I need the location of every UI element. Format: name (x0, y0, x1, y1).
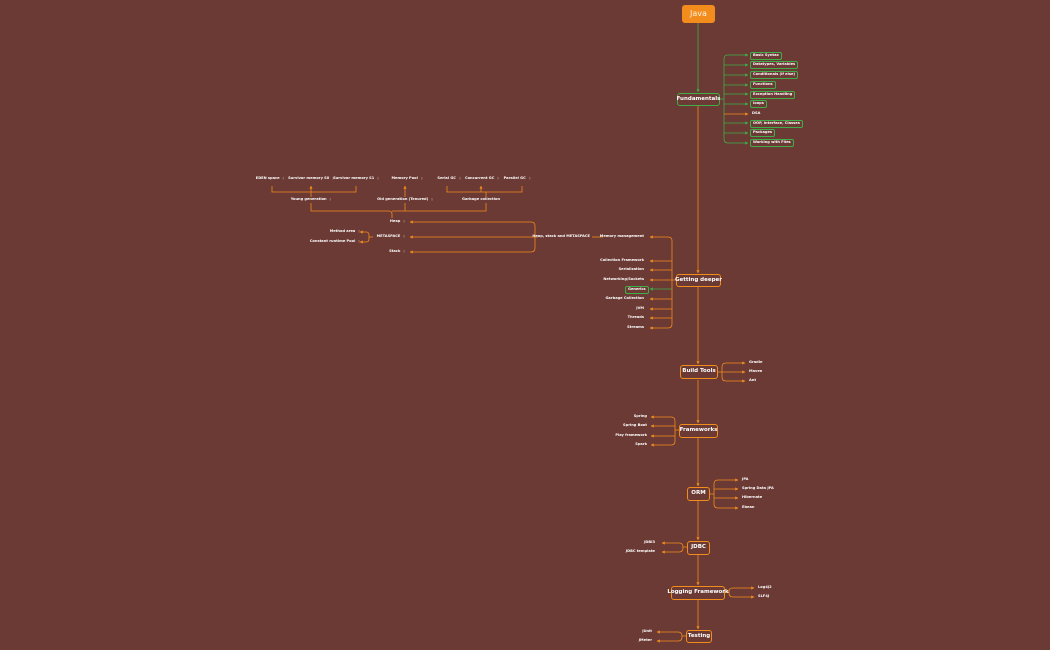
stack-node[interactable]: Stack▯ (389, 249, 405, 254)
concurrent-gc-node[interactable]: Concurrent GC▯ (464, 176, 500, 181)
jdbc-item[interactable]: JDBI3 (644, 540, 655, 545)
fundamentals-item[interactable]: Conditionals (if else) (750, 71, 799, 79)
old-generation-node[interactable]: Old generation (Tenured)▯ (377, 197, 433, 202)
orm-item[interactable]: Spring Data JPA (742, 486, 774, 491)
build-tool-item[interactable]: Gradle (749, 360, 763, 365)
constant-pool-node[interactable]: Constant runtime Pool▯ (309, 239, 360, 244)
note-icon[interactable]: ▯ (332, 176, 334, 181)
memory-pool-node[interactable]: Memory Pool▯ (391, 176, 423, 181)
framework-item[interactable]: Play framework (615, 433, 647, 438)
orm-item[interactable]: Ebean (742, 505, 755, 510)
note-icon[interactable]: ▯ (403, 219, 405, 224)
getting-deeper-item[interactable]: Networking/Sockets (603, 277, 644, 282)
testing-item[interactable]: JUnit (642, 629, 652, 634)
logging-framework-node[interactable]: Logging Framework (667, 586, 729, 600)
note-icon[interactable]: ▯ (282, 176, 285, 181)
build-tools-node[interactable]: Build Tools (680, 365, 718, 379)
note-icon[interactable]: ▯ (403, 249, 405, 254)
framework-item[interactable]: Spring (633, 414, 647, 419)
note-icon[interactable]: ▯ (358, 239, 360, 244)
young-generation-node[interactable]: Young generation▯ (290, 197, 332, 202)
heap-stack-metaspace-node[interactable]: Heap, stack and METASPACE (532, 234, 590, 239)
getting-deeper-item[interactable]: Memory management (599, 234, 644, 239)
note-icon[interactable]: ▯ (358, 229, 360, 234)
build-tool-item[interactable]: Maven (749, 369, 763, 374)
getting-deeper-item[interactable]: Threads (627, 315, 644, 320)
fundamentals-item[interactable]: loops (750, 100, 767, 108)
metaspace-node[interactable]: METASPACE▯ (376, 234, 405, 239)
note-icon[interactable]: ▯ (431, 197, 433, 202)
getting-deeper-item[interactable]: Collection Framework (600, 258, 644, 263)
jdbc-item[interactable]: JDBC template (625, 549, 655, 554)
frameworks-node[interactable]: Frameworks (679, 424, 718, 438)
logging-item[interactable]: Log4j2 (758, 585, 772, 590)
getting-deeper-item[interactable]: Serialization (618, 267, 644, 272)
parallel-gc-node[interactable]: Parallel GC▯ (503, 176, 531, 181)
fundamentals-node[interactable]: Fundamentals (677, 93, 720, 106)
testing-item[interactable]: JMeter (638, 638, 652, 643)
survivor-s0-node[interactable]: Survivor memory S0▯ (288, 176, 334, 181)
survivor-s1-node[interactable]: Survivor memory S1▯ (333, 176, 379, 181)
orm-node[interactable]: ORM (687, 487, 710, 501)
note-icon[interactable]: ▯ (377, 176, 379, 181)
testing-node[interactable]: Testing (686, 630, 712, 643)
framework-item[interactable]: Spark (635, 442, 647, 447)
garbage-collection-group-node[interactable]: Garbage collection (461, 197, 501, 202)
orm-item[interactable]: JPA (742, 477, 749, 482)
eden-space-node[interactable]: EDEN space▯ (255, 176, 285, 181)
fundamentals-item[interactable]: DSA (752, 111, 761, 116)
logging-item[interactable]: SLF4J (758, 594, 770, 599)
fundamentals-item[interactable]: Packages (750, 129, 776, 137)
framework-item[interactable]: Spring Boot (623, 423, 647, 428)
fundamentals-item[interactable]: Exception Handling (750, 91, 796, 99)
fundamentals-item[interactable]: OOP, Interface, Classes (750, 120, 803, 128)
note-icon[interactable]: ▯ (458, 176, 461, 181)
fundamentals-item[interactable]: Basic Syntax (750, 52, 782, 60)
getting-deeper-item-generics[interactable]: Generics (625, 286, 649, 294)
note-icon[interactable]: ▯ (497, 176, 500, 181)
note-icon[interactable]: ▯ (403, 234, 405, 239)
jdbc-node[interactable]: JDBC (687, 541, 710, 555)
serial-gc-node[interactable]: Serial GC▯ (437, 176, 461, 181)
note-icon[interactable]: ▯ (329, 197, 332, 202)
method-area-node[interactable]: Method area▯ (329, 229, 360, 234)
heap-node[interactable]: Heap▯ (389, 219, 405, 224)
build-tool-item[interactable]: Ant (749, 378, 757, 383)
fundamentals-item[interactable]: Datatypes, Variables (750, 61, 799, 69)
note-icon[interactable]: ▯ (420, 176, 423, 181)
getting-deeper-item[interactable]: Streams (627, 325, 644, 330)
getting-deeper-node[interactable]: Getting deeper (675, 274, 722, 287)
fundamentals-item[interactable]: Functions (750, 81, 776, 89)
note-icon[interactable]: ▯ (528, 176, 531, 181)
orm-item[interactable]: Hibernate (742, 495, 763, 500)
getting-deeper-item[interactable]: Garbage Collection (605, 296, 644, 301)
fundamentals-item[interactable]: Working with Files (750, 139, 794, 147)
getting-deeper-item[interactable]: JVM (636, 306, 644, 311)
root-node-java[interactable]: Java (682, 5, 715, 23)
